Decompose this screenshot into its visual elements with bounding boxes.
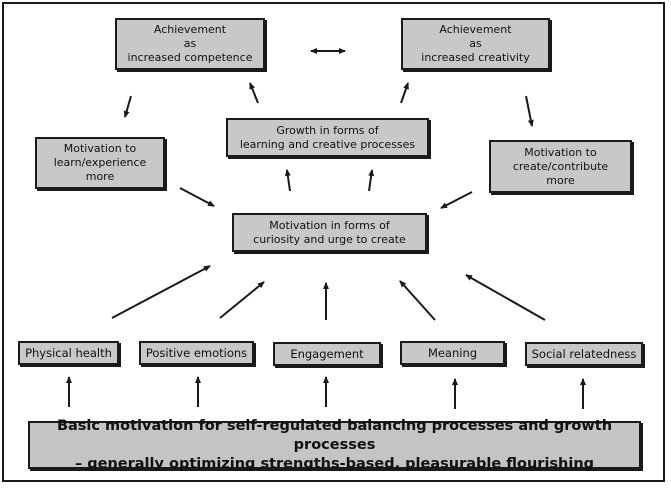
arrow-learn-to-curiosity [179, 187, 215, 207]
motivation-curiosity-label: Motivation in forms of curiosity and urg… [253, 218, 406, 246]
arrow-positive-to-curiosity [219, 281, 265, 319]
social-relatedness-label: Social relatedness [531, 347, 637, 361]
arrow-curiosity-to-growth-left [284, 169, 291, 192]
positive-emotions-label: Positive emotions [145, 346, 248, 360]
arrow-social-to-curiosity [465, 274, 546, 321]
box-basic-motivation: Basic motivation for self-regulated bala… [28, 418, 641, 472]
arrow-growth-to-creativity [400, 82, 409, 104]
box-achievement-competence: Achievement as increased competence [115, 18, 265, 70]
box-achievement-creativity: Achievement as increased creativity [401, 18, 550, 70]
box-meaning: Meaning [400, 341, 505, 365]
arrow-meaning-to-curiosity [399, 280, 436, 321]
box-motivation-learn: Motivation to learn/experience more [35, 137, 165, 189]
box-growth: Growth in forms of learning and creative… [226, 118, 429, 157]
physical-health-label: Physical health [25, 346, 112, 360]
achievement-creativity-label: Achievement as increased creativity [421, 23, 530, 64]
box-physical-health: Physical health [18, 341, 119, 365]
motivation-learn-label: Motivation to learn/experience more [53, 142, 147, 183]
motivation-create-label: Motivation to create/contribute more [512, 145, 609, 187]
arrow-competence-to-learn [123, 95, 132, 118]
arrow-creativity-to-create [525, 95, 534, 127]
achievement-competence-label: Achievement as increased competence [127, 23, 253, 64]
box-motivation-curiosity: Motivation in forms of curiosity and urg… [232, 213, 427, 252]
growth-label: Growth in forms of learning and creative… [239, 123, 416, 151]
box-positive-emotions: Positive emotions [139, 341, 254, 365]
arrow-create-to-curiosity [440, 191, 473, 209]
arrow-growth-to-competence [249, 82, 259, 104]
arrow-curiosity-to-growth-right [368, 169, 375, 192]
arrow-physical-to-curiosity [111, 265, 211, 319]
basic-motivation-label: Basic motivation for self-regulated bala… [56, 417, 613, 472]
meaning-label: Meaning [427, 346, 478, 360]
box-social-relatedness: Social relatedness [525, 342, 643, 366]
box-motivation-create: Motivation to create/contribute more [489, 140, 632, 193]
engagement-label: Engagement [290, 347, 364, 361]
box-engagement: Engagement [273, 342, 381, 366]
